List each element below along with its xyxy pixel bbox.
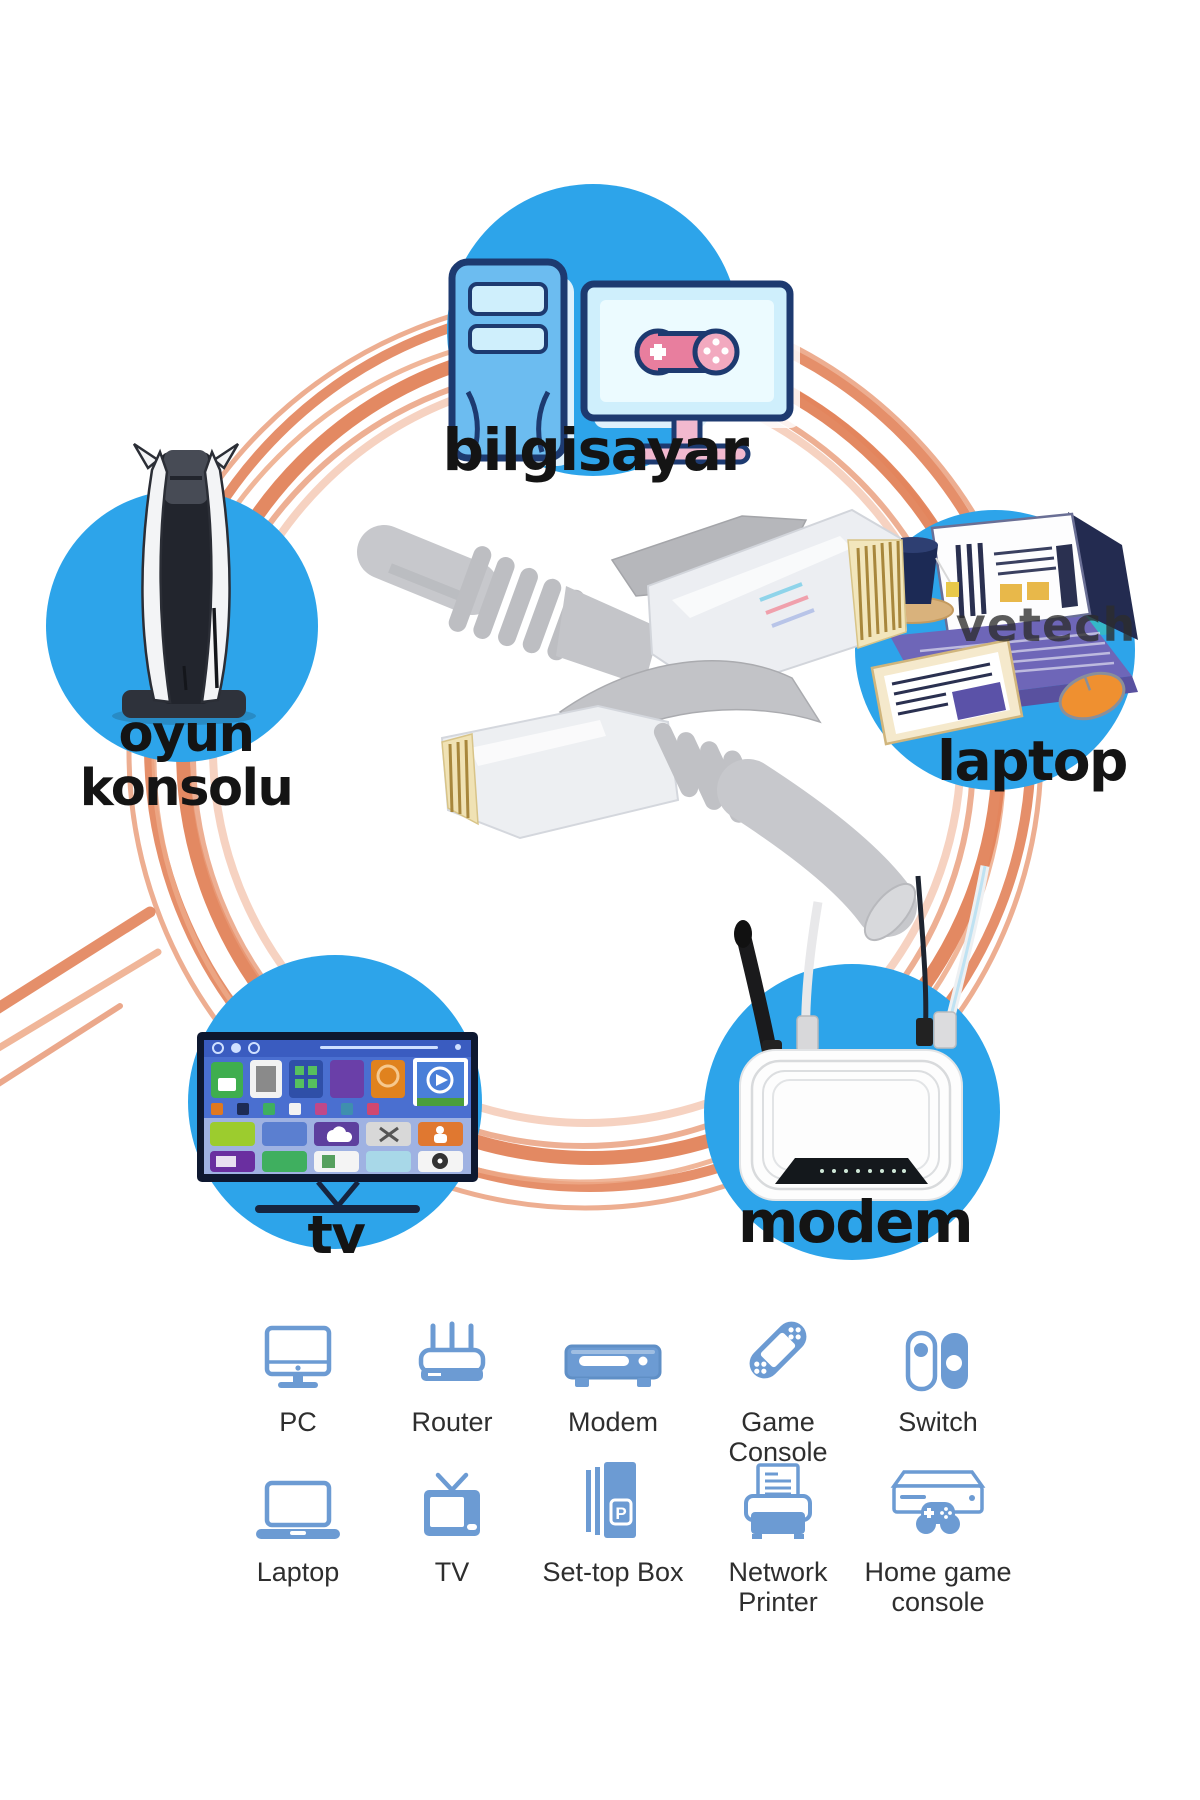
hub-circle-modem	[704, 865, 1000, 1260]
grid-item-laptop: Laptop	[213, 1468, 383, 1588]
network-printer-icon	[744, 1463, 812, 1539]
grid-label-game-console: Game Console	[728, 1407, 828, 1467]
grid-item-router: Router	[367, 1318, 537, 1438]
grid-label-tv: TV	[434, 1557, 470, 1587]
grid-label-switch: Switch	[898, 1407, 978, 1437]
grid-item-pc: PC	[213, 1318, 383, 1438]
grid-label-pc: PC	[279, 1407, 317, 1437]
label-bilgisayar: bilgisayar	[442, 416, 749, 484]
switch-icon	[905, 1330, 968, 1392]
hub-circle-computer	[447, 184, 800, 476]
label-modem: modem	[737, 1188, 974, 1256]
wifi-router-illustration	[734, 865, 990, 1201]
vetech-watermark: vetech	[955, 598, 1137, 652]
pc-icon	[264, 1325, 332, 1388]
label-tv: tv	[307, 1205, 366, 1266]
grid-label-modem: Modem	[567, 1407, 659, 1437]
laptop-illustration	[870, 512, 1138, 746]
gamepad-icon	[634, 328, 740, 376]
grid-label-set-top-box: Set-top Box	[542, 1557, 684, 1587]
home-game-console-icon	[890, 1470, 986, 1534]
tv-icon	[424, 1472, 480, 1536]
hub-circle-laptop	[855, 510, 1138, 790]
set-top-box-p-glyph: P	[615, 1504, 626, 1523]
smart-tv-illustration	[197, 1032, 478, 1213]
grid-label-home-game-console: Home game console	[864, 1557, 1012, 1617]
label-laptop: laptop	[937, 729, 1128, 793]
router-icon	[418, 1321, 486, 1381]
grid-item-home-game-console: Home game console	[853, 1468, 1023, 1617]
ps5-console-illustration	[112, 442, 256, 725]
grid-item-switch: Switch	[853, 1318, 1023, 1438]
grid-item-modem: Modem	[528, 1318, 698, 1438]
laptop-icon	[256, 1480, 340, 1539]
grid-item-network-printer: Network Printer	[693, 1463, 863, 1617]
game-console-icon	[749, 1321, 807, 1379]
label-oyun-line2: konsolu	[79, 758, 294, 818]
hub-circle-game-console	[46, 442, 318, 762]
grid-label-network-printer: Network Printer	[728, 1557, 828, 1617]
grid-item-set-top-box: P Set-top Box	[528, 1462, 698, 1588]
grid-item-game-console: Game Console	[693, 1318, 863, 1467]
rj45-connector-top	[357, 508, 908, 696]
rj45-connector-bottom	[440, 660, 917, 942]
grid-label-laptop: Laptop	[256, 1557, 340, 1587]
label-oyun-konsolu: oyun konsolu	[79, 705, 294, 818]
label-oyun-line1: oyun	[118, 705, 255, 764]
grid-item-tv: TV	[367, 1468, 537, 1588]
set-top-box-icon: P	[586, 1462, 636, 1538]
grid-label-router: Router	[411, 1407, 493, 1437]
hub-circle-tv	[188, 955, 482, 1249]
modem-icon	[564, 1344, 662, 1387]
ethernet-cable-photo	[357, 508, 917, 942]
desktop-computer-illustration	[448, 258, 800, 466]
